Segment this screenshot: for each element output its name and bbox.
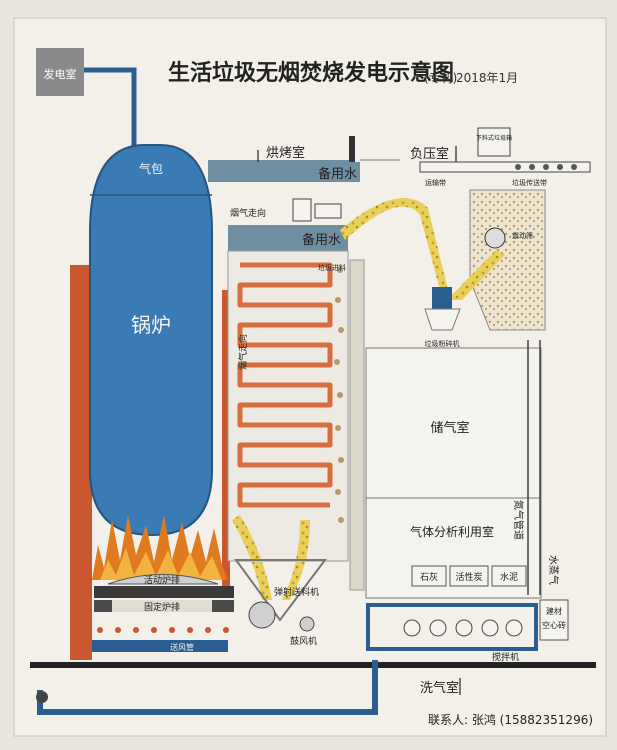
gas-storage-room — [365, 347, 542, 499]
brick-wall-left — [70, 265, 92, 660]
negative-pressure-room-label: 负压室 — [410, 146, 449, 162]
grate-bar-1 — [94, 586, 234, 598]
upper-water-tank — [228, 225, 348, 251]
cement-box — [491, 565, 527, 587]
power-room-box — [36, 48, 84, 96]
spare-water-label-2: 备用水 — [302, 232, 341, 248]
title-patent: (专利) — [424, 70, 457, 85]
serpentine-coil — [237, 262, 333, 508]
boiler-label: 锅炉 — [131, 313, 171, 337]
ejector-hopper — [234, 559, 327, 622]
feed-chute-right — [282, 520, 310, 600]
vibrator-label: 震动筛 — [512, 231, 533, 240]
wash-valve — [36, 691, 48, 703]
boiler-shell — [89, 144, 213, 537]
blower-fan — [299, 616, 315, 632]
vibrator-wheel — [484, 227, 506, 249]
baking-room-label: 烘烤室 — [266, 145, 305, 161]
air-supply-label: 送风管 — [170, 642, 194, 652]
contact-label: 联系人: 张鸿 (15882351296) — [428, 713, 593, 727]
small-box-a — [292, 198, 312, 222]
feed-conveyor-upper — [340, 197, 448, 290]
spare-water-label-1: 备用水 — [318, 166, 357, 182]
mixer-label: 搅拌机 — [492, 651, 519, 663]
steam-drum-label: 气包 — [139, 161, 163, 176]
brick-label: 空心砖 — [542, 620, 566, 630]
blower-label: 鼓风机 — [290, 635, 317, 647]
flue-gas-pipe-label: 烟气走向 — [237, 334, 249, 370]
flame-core — [100, 548, 222, 580]
wash-room-label: 洗气室 — [420, 680, 459, 696]
mobile-grate-label: 活动炉排 — [144, 574, 180, 586]
cement-label: 水泥 — [500, 571, 518, 583]
fixed-grate-label: 固定炉排 — [144, 601, 180, 613]
air-supply-pipe — [92, 640, 228, 652]
building-material-label: 建材 — [546, 606, 562, 616]
small-box-b — [314, 203, 342, 219]
ejector-drum — [248, 601, 276, 629]
air-nozzles — [97, 627, 229, 633]
ejector-label: 弹射送料机 — [274, 586, 319, 598]
activated-carbon-box — [449, 565, 489, 587]
drop-bin — [477, 127, 511, 157]
feed-funnel-right — [447, 250, 505, 300]
lime-box — [411, 565, 447, 587]
mixer-paddles — [403, 619, 523, 637]
activated-carbon-label: 活性炭 — [455, 571, 482, 583]
spare-water-box-1 — [300, 162, 360, 182]
title-date: 2018年1月 — [456, 71, 518, 85]
feed-particles — [334, 267, 344, 523]
belt-rollers — [515, 164, 577, 170]
sand-hopper — [469, 189, 546, 331]
storage-room-label: 储气室 — [430, 420, 469, 436]
belt-1-label: 运输带 — [425, 178, 446, 187]
crusher-base — [424, 308, 461, 331]
steam-label: 水蒸气 — [547, 555, 560, 585]
title-main: 生活垃圾无烟焚烧发电示意图 — [168, 60, 454, 86]
drop-bin-label: 下料式垃圾箱 — [476, 134, 512, 142]
mixer-trough — [366, 603, 538, 651]
riser-pipe — [222, 290, 230, 590]
fixed-grate-box — [112, 600, 212, 612]
building-material-box — [539, 599, 569, 641]
smoke-direction-label: 烟气走向 — [230, 207, 266, 219]
belt-2-label: 垃圾传送带 — [512, 178, 547, 187]
belt-top — [419, 161, 591, 173]
crusher-label: 垃圾粉碎机 — [425, 339, 460, 348]
gas-util-room-label: 气体分析利用室 — [410, 524, 494, 539]
steam-pipe-to-power — [84, 67, 137, 155]
mobile-grate-dome — [107, 574, 219, 585]
power-room-label: 发电室 — [44, 67, 77, 81]
chimney — [349, 136, 355, 162]
lime-label: 石灰 — [420, 571, 438, 583]
right-chute — [349, 259, 365, 591]
crusher-block — [432, 287, 452, 309]
furnace-flames — [92, 515, 228, 580]
nitrogen-pipe-label: 氮气管道 — [512, 500, 525, 540]
garbage-feed-label: 垃圾进料 — [318, 263, 346, 272]
feed-chute-left — [232, 515, 272, 600]
